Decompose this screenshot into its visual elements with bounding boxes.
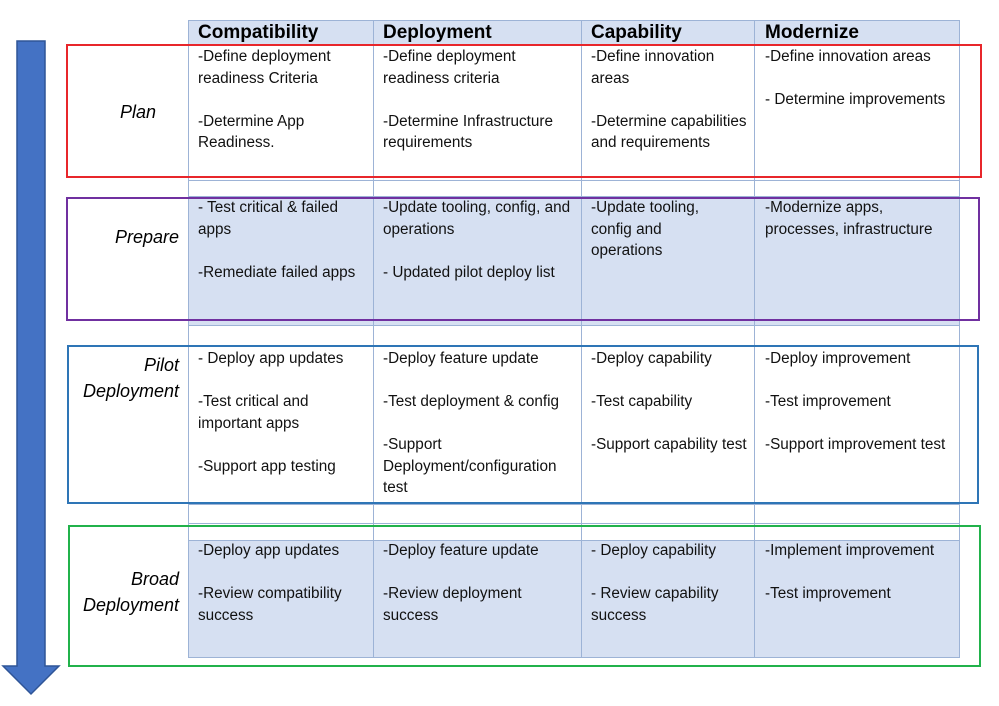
pilot-compatibility-cell: - Deploy app updates -Test critical and …	[198, 348, 368, 477]
column-header-capability: Capability	[591, 22, 682, 43]
cell-item: -Update tooling, config, and operations	[383, 199, 571, 238]
cell-item: -Deploy app updates	[198, 542, 340, 559]
cell-item: -Determine App Readiness.	[198, 112, 305, 152]
phase-label-pilot-deployment: Pilot Deployment	[82, 355, 179, 401]
cell-item: -Define innovation areas	[765, 48, 931, 65]
prepare-row-shading	[188, 196, 960, 325]
cell-item: -Define deployment readiness Criteria	[198, 48, 331, 87]
down-arrow-icon	[1, 40, 61, 696]
broad-capability-cell: - Deploy capability - Review capability …	[591, 540, 741, 626]
broad-row-shading	[188, 540, 960, 658]
header-band	[188, 20, 960, 46]
cell-item: - Deploy capability	[591, 542, 716, 559]
cell-item: -Support improvement test	[765, 436, 946, 453]
cell-item: -Implement improvement	[765, 542, 935, 559]
broad-modernize-cell: -Implement improvement -Test improvement	[765, 540, 957, 605]
cell-item: - Test critical & failed apps	[198, 199, 338, 238]
broad-deployment-phase-frame	[68, 525, 981, 667]
cell-item: -Determine Infrastructure requirements	[383, 112, 554, 152]
cell-item: -Test capability	[591, 393, 693, 410]
plan-deployment-cell: -Define deployment readiness criteria -D…	[383, 46, 577, 154]
cell-item: -Support Deployment/configuration test	[383, 436, 557, 496]
cell-item: -Test critical and important apps	[198, 393, 309, 432]
cell-item: -Remediate failed apps	[198, 263, 356, 281]
cell-item: -Deploy feature update	[383, 542, 539, 559]
pilot-capability-cell: -Deploy capability -Test capability -Sup…	[591, 348, 751, 456]
cell-item: -Determine capabilities and requirements	[591, 112, 747, 152]
cell-item: -Review compatibility success	[198, 585, 342, 624]
cell-item: -Deploy feature update	[383, 350, 539, 367]
prepare-capability-cell: -Update tooling, config and operations	[591, 197, 726, 262]
cell-item: -Test deployment & config	[383, 393, 560, 410]
cell-item: -Test improvement	[765, 393, 891, 410]
pilot-deployment-phase-frame	[67, 345, 979, 504]
cell-item: -Support app testing	[198, 457, 336, 475]
prepare-phase-frame	[66, 197, 980, 321]
broad-deployment-cell: -Deploy feature update -Review deploymen…	[383, 540, 543, 626]
prepare-compatibility-cell: - Test critical & failed apps -Remediate…	[198, 197, 368, 283]
phase-label-broad-deployment: Broad Deployment	[82, 569, 179, 615]
cell-item: - Deploy app updates	[198, 350, 344, 367]
cell-item: -Review deployment success	[383, 585, 522, 624]
phase-label-prepare: Prepare	[114, 227, 179, 247]
plan-compatibility-cell: -Define deployment readiness Criteria -D…	[198, 46, 368, 154]
cell-item: -Modernize apps, processes, infrastructu…	[765, 199, 933, 238]
plan-capability-cell: -Define innovation areas -Determine capa…	[591, 46, 751, 154]
cell-item: -Support capability test	[591, 436, 747, 453]
cell-item: -Deploy capability	[591, 350, 712, 367]
phase-label-plan: Plan	[119, 102, 156, 122]
cell-item: -Update tooling, config and operations	[591, 199, 699, 259]
prepare-deployment-cell: -Update tooling, config, and operations …	[383, 197, 577, 283]
cell-item: -Test improvement	[765, 585, 891, 602]
column-header-compatibility: Compatibility	[198, 22, 319, 43]
cell-item: - Determine improvements	[765, 91, 946, 108]
broad-compatibility-cell: -Deploy app updates -Review compatibilit…	[198, 540, 368, 626]
prepare-modernize-cell: -Modernize apps, processes, infrastructu…	[765, 197, 955, 240]
cell-item: - Updated pilot deploy list	[383, 263, 555, 281]
column-header-deployment: Deployment	[383, 22, 492, 43]
cell-item: -Define deployment readiness criteria	[383, 48, 516, 87]
plan-phase-frame	[66, 44, 982, 178]
cell-item: - Review capability success	[591, 585, 719, 624]
cell-item: -Define innovation areas	[591, 48, 715, 87]
cell-item: -Deploy improvement	[765, 350, 911, 367]
plan-modernize-cell: -Define innovation areas - Determine imp…	[765, 46, 955, 111]
column-header-modernize: Modernize	[765, 22, 859, 43]
pilot-deployment-cell: -Deploy feature update -Test deployment …	[383, 348, 579, 499]
pilot-modernize-cell: -Deploy improvement -Test improvement -S…	[765, 348, 955, 456]
